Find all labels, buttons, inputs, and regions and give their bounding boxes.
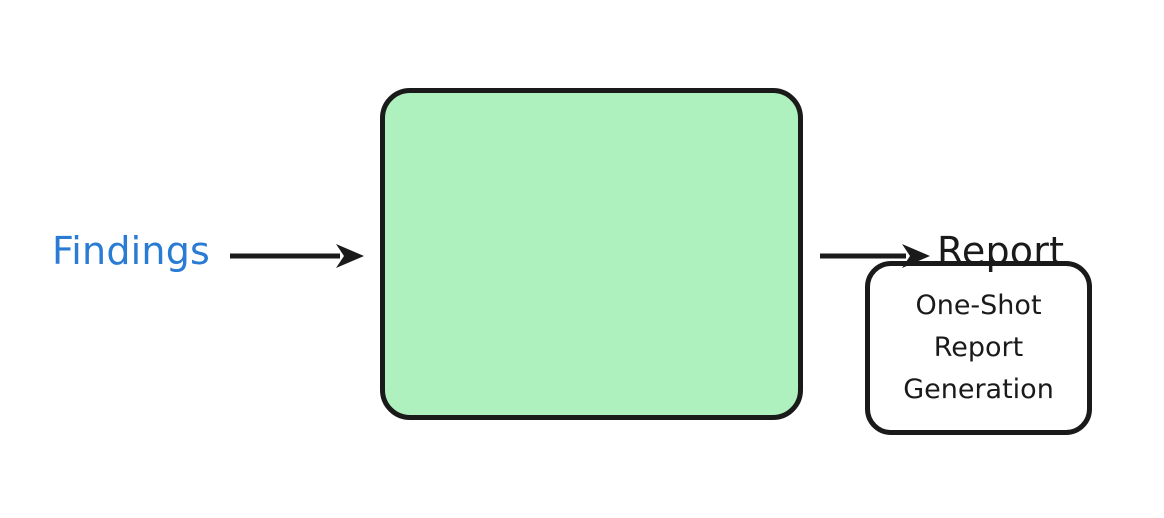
process-step-line-3: Generation bbox=[903, 374, 1054, 405]
process-step-line-2: Report bbox=[933, 332, 1024, 363]
output-arrow-icon bbox=[820, 244, 930, 268]
process-box: One-Shot Report Generation bbox=[380, 88, 1092, 435]
process-step-line-1: One-Shot bbox=[915, 290, 1042, 321]
input-arrow-icon bbox=[230, 244, 364, 268]
input-label-findings: Findings bbox=[52, 229, 211, 273]
output-label-report: Report bbox=[937, 229, 1065, 273]
process-step-box: One-Shot Report Generation bbox=[865, 261, 1092, 435]
